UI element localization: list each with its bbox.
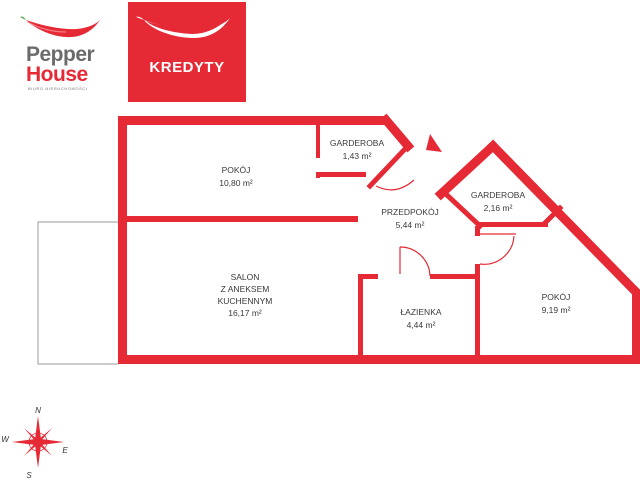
logo-line1: Pepper: [26, 43, 95, 66]
room-garderoba-2: GARDEROBA 2,16 m²: [471, 190, 526, 213]
room-area: 4,44 m²: [407, 320, 436, 330]
room-salon: SALON Z ANEKSEM KUCHENNYM 16,17 m²: [218, 272, 273, 318]
room-name: GARDEROBA: [471, 190, 526, 200]
kredyty-button[interactable]: KREDYTY: [128, 2, 246, 102]
kredyty-label: KREDYTY: [149, 59, 225, 76]
door-swing: [375, 179, 516, 277]
inner-wall: [475, 264, 480, 279]
room-name: GARDEROBA: [330, 138, 385, 148]
outer-wall: [118, 116, 388, 125]
room-area: 16,17 m²: [228, 308, 262, 318]
inner-wall: [430, 274, 480, 279]
room-name: POKÓJ: [542, 292, 571, 302]
logo-line2: House: [26, 63, 88, 86]
room-area: 2,16 m²: [484, 203, 513, 213]
room-area: 9,19 m²: [542, 305, 571, 315]
compass-e: E: [62, 446, 68, 455]
room-name: ŁAZIENKA: [400, 307, 441, 317]
room-name: POKÓJ: [222, 165, 251, 175]
logo-tagline: BIURO NIERUCHOMOŚCI: [28, 86, 88, 91]
room-area: 5,44 m²: [396, 220, 425, 230]
room-name-line: Z ANEKSEM: [221, 284, 270, 294]
inner-wall: [316, 122, 320, 158]
inner-wall: [475, 274, 480, 360]
room-name-line: SALON: [231, 272, 260, 282]
chili-pepper-icon: [136, 16, 230, 38]
inner-wall: [358, 274, 378, 279]
room-area: 10,80 m²: [219, 178, 253, 188]
room-name: PRZEDPOKÓJ: [381, 207, 439, 217]
balcony: [37, 221, 118, 365]
outer-wall: [632, 290, 640, 364]
room-area: 1,43 m²: [343, 151, 372, 161]
outer-wall: [118, 116, 127, 364]
compass-w: W: [1, 435, 10, 444]
entrance-arrow-icon: [426, 134, 442, 152]
outer-wall: [118, 355, 638, 364]
chili-pepper-icon: [20, 16, 100, 38]
inner-wall: [475, 226, 480, 236]
room-pokoj-2: POKÓJ 9,19 m²: [542, 292, 571, 315]
room-name-line: KUCHENNYM: [218, 296, 273, 306]
compass-n: N: [35, 406, 41, 415]
pepper-house-logo[interactable]: Pepper House BIURO NIERUCHOMOŚCI: [18, 10, 108, 91]
room-przedpokoj: PRZEDPOKÓJ 5,44 m²: [381, 207, 439, 230]
inner-wall: [478, 222, 548, 227]
room-pokoj-1: POKÓJ 10,80 m²: [219, 165, 253, 188]
inner-wall: [358, 274, 363, 360]
room-garderoba-1: GARDEROBA 1,43 m²: [330, 138, 385, 161]
inner-wall: [316, 172, 366, 177]
inner-wall: [118, 216, 358, 222]
compass-s: S: [26, 471, 32, 480]
room-lazienka: ŁAZIENKA 4,44 m²: [400, 307, 441, 330]
